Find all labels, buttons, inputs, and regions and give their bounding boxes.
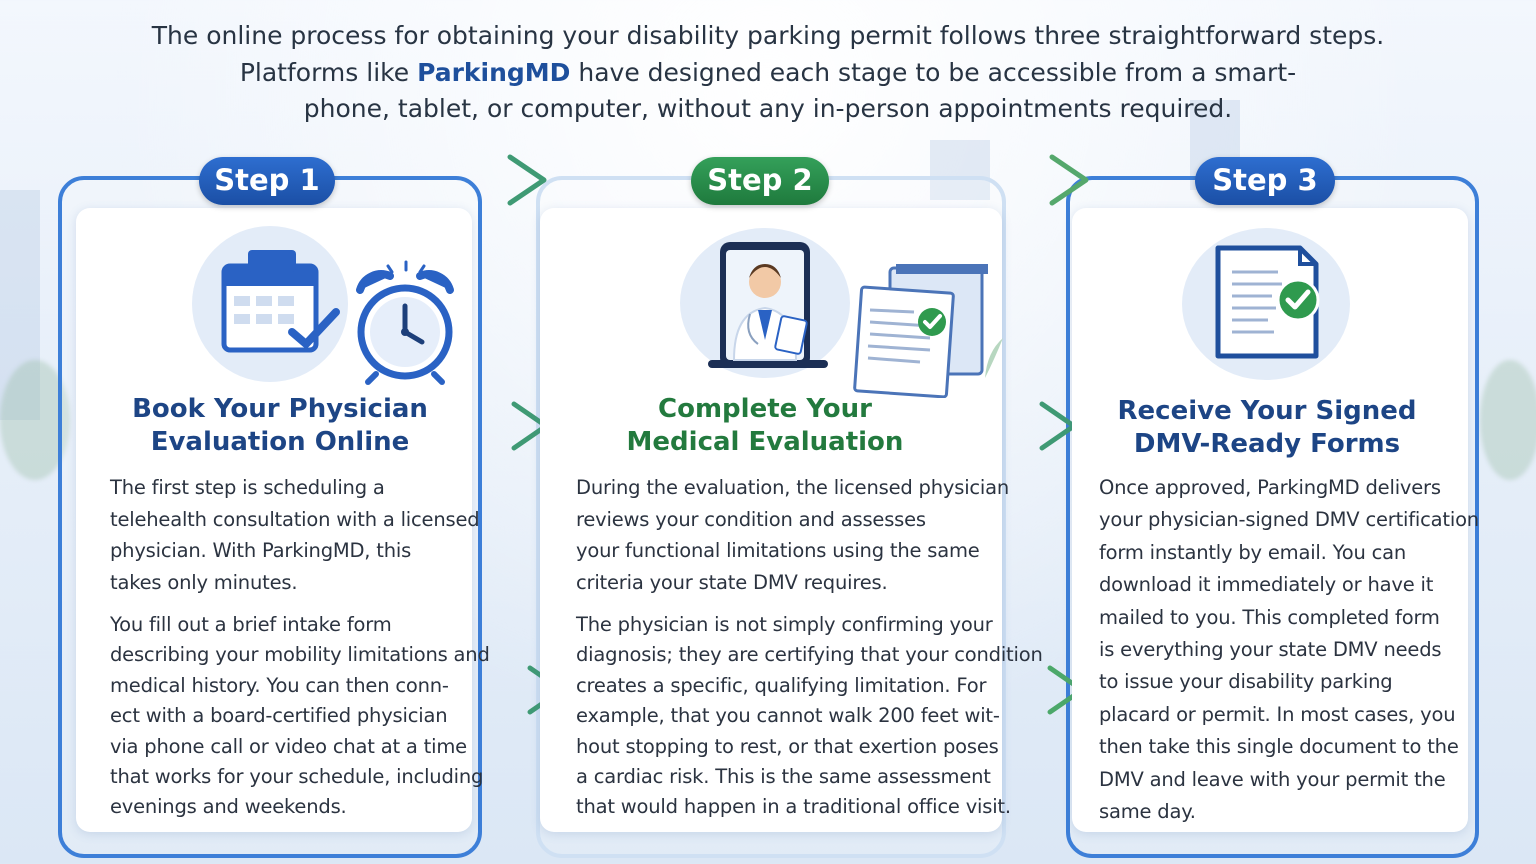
step-2-title-line: Medical Evaluation [626,427,904,457]
step-2-paragraph-1: During the evaluation, the licensed phys… [576,472,1009,598]
text-line: example, that you cannot walk 200 feet w… [576,704,1000,728]
text-line: Once approved, ParkingMD delivers [1099,476,1441,499]
text-line: hout stopping to rest, or that exertion … [576,734,999,758]
step-2-title: Complete Your Medical Evaluation [575,393,955,459]
text-line: takes only minutes. [110,570,298,594]
intro-line-3: phone, tablet, or computer, without any … [303,94,1233,123]
step-3-badge: Step 3 [1195,157,1335,205]
text-line: ect with a board-certified physician [110,704,448,728]
intro-line-2: Platforms like ParkingMD have designed e… [100,55,1436,92]
step-2-title-line: Complete Your [658,394,872,424]
background-building [0,190,40,420]
text-line: download it immediately or have it [1099,573,1434,597]
arrow-right-icon [1005,401,1077,451]
text-line: physician. With ParkingMD, this [110,539,412,562]
text-line: DMV and leave with your permit the [1099,767,1446,791]
text-line: mailed to you. This completed form [1099,605,1440,629]
arrow-right-icon [507,154,547,206]
text-line: to issue your disability parking [1099,670,1393,694]
step-1-title-line: Book Your Physician [132,394,428,424]
text-line: your functional limitations using the sa… [576,539,980,562]
text-line: During the evaluation, the licensed phys… [576,476,1010,499]
step-2-badge: Step 2 [691,157,829,205]
text-line: reviews your condition and assesses [576,507,926,531]
intro-line-1: The online process for obtaining your di… [151,21,1385,50]
step-1-title-line: Evaluation Online [150,427,410,457]
telehealth-doctor-icon [708,242,1003,398]
text-line: a cardiac risk. This is the same assessm… [576,765,991,789]
brand-name: ParkingMD [417,57,571,87]
text-line: that works for your schedule, including [110,765,484,789]
calendar-clock-icon [221,250,454,385]
step-2-paragraph-2: The physician is not simply confirming y… [576,610,1043,823]
text-line: same day. [1099,800,1196,824]
text-line: diagnosis; they are certifying that your… [576,643,1043,667]
step-3-title-line: Receive Your Signed [1117,396,1417,426]
text-line: telehealth consultation with a licensed [110,507,480,531]
text-line: then take this single document to the [1099,735,1459,759]
text-line: You fill out a brief intake form [110,613,392,636]
step-1-title: Book Your Physician Evaluation Online [90,393,470,459]
text-line: creates a specific, qualifying limitatio… [576,673,987,697]
text-line: form instantly by email. You can [1099,540,1407,564]
text-line: evenings and weekends. [110,795,347,819]
text-line: that would happen in a traditional offic… [576,795,1011,819]
text-line: medical history. You can then conn- [110,673,449,697]
text-line: your physician-signed DMV certification [1099,508,1479,532]
intro-line-2-start: Platforms like [239,57,418,87]
step-1-paragraph-1: The first step is scheduling a telehealt… [110,472,480,598]
text-line: The first step is scheduling a [110,476,385,499]
text-line: The physician is not simply confirming y… [576,613,993,636]
arrow-right-icon [483,401,549,451]
text-line: placard or permit. In most cases, you [1099,702,1456,726]
text-line: describing your mobility limitations and [110,643,490,667]
step-3-title-line: DMV-Ready Forms [1133,429,1401,459]
step-3-title: Receive Your Signed DMV-Ready Forms [1082,395,1452,461]
text-line: via phone call or video chat at a time [110,734,467,758]
text-line: criteria your state DMV requires. [576,570,888,594]
text-line: is everything your state DMV needs [1099,638,1442,662]
step-3-paragraph: Once approved, ParkingMD delivers your p… [1099,472,1479,828]
intro-line-2-end: have designed each stage to be accessibl… [570,57,1297,87]
signed-document-icon [1215,245,1320,359]
arrow-right-icon [1049,154,1089,206]
background-tree [1480,360,1536,480]
intro-text: The online process for obtaining your di… [100,18,1436,128]
step-1-paragraph-2: You fill out a brief intake form describ… [110,610,490,823]
step-1-badge: Step 1 [199,157,335,205]
